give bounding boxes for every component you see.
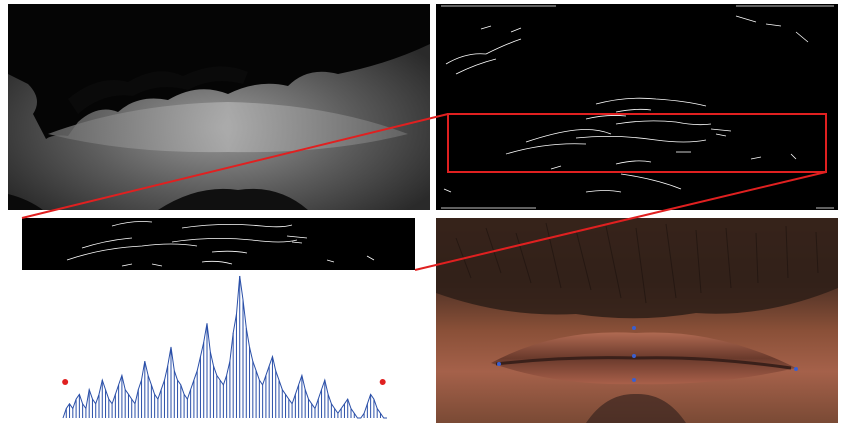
edge-crop-panel <box>22 218 415 270</box>
mouth-photo-image <box>436 218 838 423</box>
landmark-center <box>632 354 636 358</box>
edge-crop-image <box>22 218 415 270</box>
edge-map-image <box>436 4 838 210</box>
depth-map-image <box>8 4 430 210</box>
landmark-points <box>497 326 798 382</box>
profile-series-line <box>62 275 387 419</box>
edge-profile-chart <box>62 275 387 419</box>
depth-map-panel <box>8 4 430 210</box>
profile-endpoint <box>379 379 386 385</box>
landmark-right-corner <box>794 367 798 371</box>
landmark-left-corner <box>497 362 501 366</box>
mouth-photo-panel <box>436 218 838 423</box>
landmark-lower-lip <box>632 378 636 382</box>
profile-endpoint <box>62 379 69 385</box>
edge-map-panel <box>436 4 838 210</box>
landmark-upper-lip <box>632 326 636 330</box>
edge-profile-panel <box>55 272 395 422</box>
